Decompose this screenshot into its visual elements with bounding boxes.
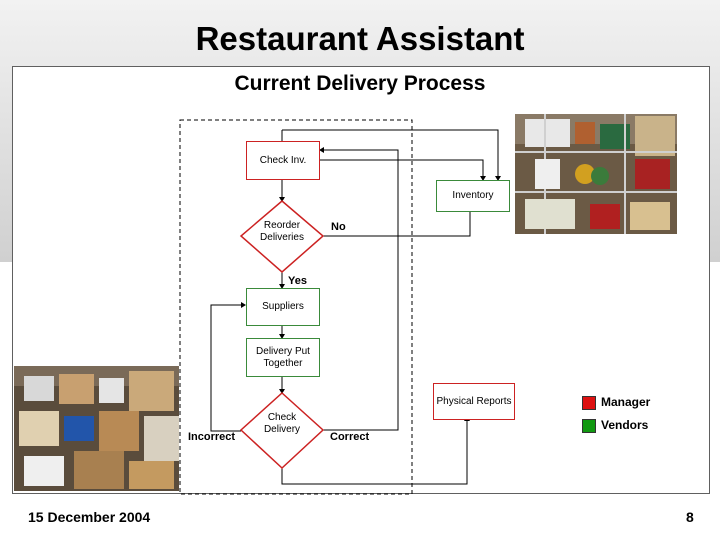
suppliers-label: Suppliers	[262, 301, 304, 312]
suppliers-node: Suppliers	[246, 288, 320, 326]
no-label: No	[331, 221, 346, 233]
check-inventory-label: Check Inv.	[259, 154, 307, 166]
inventory-label: Inventory	[452, 190, 494, 201]
vendors-legend-label: Vendors	[601, 418, 649, 432]
storage-shelf-photo	[515, 114, 677, 234]
incorrect-label: Incorrect	[188, 431, 236, 443]
physical-reports-label: Physical Reports	[436, 395, 512, 407]
correct-label: Correct	[330, 431, 370, 443]
manager-legend-swatch	[582, 396, 596, 410]
page-number: 8	[686, 509, 694, 525]
diagram-subtitle: Current Delivery Process	[234, 72, 486, 95]
delivery-put-together-node: Delivery Put Together	[246, 338, 320, 377]
vendors-legend-swatch	[582, 419, 596, 433]
delivery-put-together-label: Delivery Put Together	[256, 345, 310, 369]
reorder-deliveries-label: Reorder Deliveries	[260, 220, 304, 243]
physical-reports-node: Physical Reports	[433, 383, 515, 420]
inventory-node: Inventory	[436, 180, 510, 212]
check-delivery-label: Check Delivery	[263, 412, 301, 435]
slide-title: Restaurant Assistant	[195, 20, 525, 57]
manager-legend-label: Manager	[601, 395, 651, 409]
check-inventory-node: Check Inv.	[246, 141, 320, 180]
storage-room-photo	[14, 366, 179, 491]
yes-label: Yes	[288, 275, 307, 287]
footer-date: 15 December 2004	[28, 509, 151, 525]
